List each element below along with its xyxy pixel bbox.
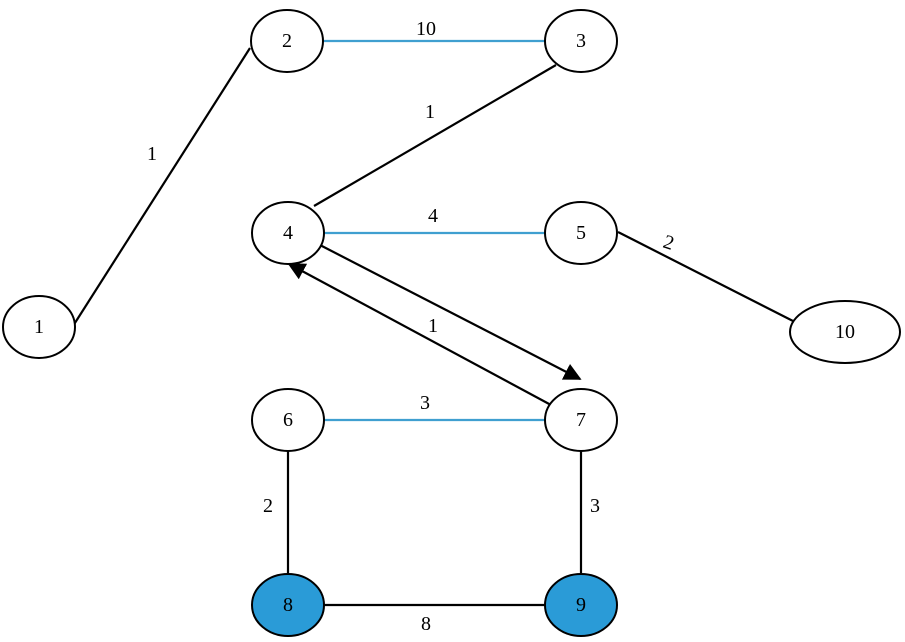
node-4: 4 (251, 201, 325, 265)
node-1-label: 1 (34, 316, 44, 338)
edge-label-6-7: 3 (420, 392, 430, 414)
edge-1-2 (72, 47, 251, 327)
edge-label-4-5: 4 (428, 205, 438, 227)
node-8-label: 8 (283, 594, 293, 616)
edge-label-7-9: 3 (590, 495, 600, 517)
edge-label-8-9: 8 (421, 613, 431, 635)
node-1: 1 (2, 295, 76, 359)
edge-label-1-2: 1 (147, 143, 157, 165)
edge-7-4-arrow (287, 263, 552, 406)
edge-label-5-10: 2 (660, 231, 676, 255)
edge-5-10 (617, 231, 794, 322)
node-5-label: 5 (576, 222, 586, 244)
node-10-label: 10 (835, 321, 855, 343)
node-5: 5 (544, 201, 618, 265)
node-6-label: 6 (283, 409, 293, 431)
edge-label-3-4: 1 (425, 101, 435, 123)
node-3-label: 3 (576, 30, 586, 52)
edge-labels-layer: 1 10 1 4 2 1 3 2 3 8 (147, 18, 677, 635)
node-4-label: 4 (283, 222, 293, 244)
node-2-label: 2 (282, 30, 292, 52)
node-7: 7 (544, 388, 618, 452)
node-7-label: 7 (576, 409, 586, 431)
node-10: 10 (789, 300, 901, 364)
edge-label-4-7: 1 (428, 315, 438, 337)
edge-label-2-3: 10 (416, 18, 436, 40)
node-2: 2 (250, 9, 324, 73)
node-8: 8 (251, 573, 325, 637)
edge-3-4 (313, 64, 557, 207)
node-3: 3 (544, 9, 618, 73)
edges-layer (72, 39, 794, 607)
nodes-layer: 1 2 3 4 5 10 6 7 (2, 9, 901, 637)
edge-4-7-arrow (317, 243, 582, 380)
node-6: 6 (251, 388, 325, 452)
edge-label-6-8: 2 (263, 495, 273, 517)
node-9-label: 9 (576, 594, 586, 616)
node-9: 9 (544, 573, 618, 637)
